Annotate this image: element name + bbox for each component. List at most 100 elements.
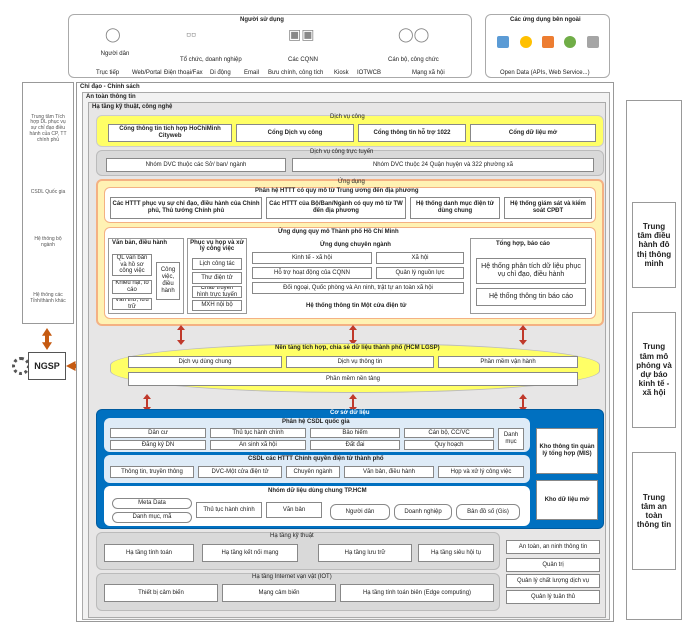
ngsp-arrow-icon: [42, 328, 52, 350]
ext-channel-label: Open Data (APIs, Web Service...): [500, 70, 590, 76]
channel-label: Kiosk: [334, 70, 349, 76]
city-db-item: DVC-Một cửa điện tử: [198, 466, 282, 478]
agency-icon: ▣▣: [288, 26, 315, 42]
building-icon: [497, 36, 510, 48]
portal-box: Cổng Dịch vụ công: [236, 124, 354, 142]
database-title: Cơ sở dữ liệu: [330, 410, 370, 416]
national-db-item: Thủ tục hành chính: [210, 428, 306, 438]
tech-title: Hạ tầng kỹ thuật, công nghệ: [92, 104, 173, 110]
tech-infra-title: Hạ tầng kỹ thuật: [270, 533, 314, 539]
right-center: Trung tâm mô phỏng và dự báo kinh tế - x…: [632, 312, 676, 428]
ngsp-box: NGSP: [28, 352, 66, 380]
channel-label: Trục tiếp: [96, 70, 120, 76]
city-db-item: Họp và xử lý công việc: [438, 466, 524, 478]
tech-infra-item: Hạ tầng lưu trữ: [318, 544, 412, 562]
online-group-box: Nhóm DVC thuộc các Sở/ ban/ ngành: [106, 158, 286, 172]
security-item: An toàn, an ninh thông tin: [506, 540, 600, 554]
shared-db-item: Meta Data: [112, 498, 192, 509]
channel-label: Email: [244, 70, 260, 76]
iot-item: Thiết bị cảm biến: [104, 584, 218, 602]
link-arrow-icon: [349, 325, 357, 345]
iot-item: Mạng cảm biến: [222, 584, 336, 602]
channel-label: IOTWCB: [357, 70, 381, 76]
special-title: Ứng dụng chuyên ngành: [320, 242, 391, 248]
national-db-title: Phân hệ CSDL quốc gia: [282, 419, 350, 425]
right-panel: [626, 100, 682, 620]
national-db-item: Bảo hiểm: [310, 428, 400, 438]
city-db-item: Văn bản, điều hành: [344, 466, 434, 478]
city-db-item: Chuyên ngành: [286, 466, 340, 478]
left-item: Hệ thống bộ ngành: [28, 236, 68, 250]
central-item: Các HTTT phục vụ sự chỉ đạo, điều hành c…: [110, 197, 262, 219]
national-db-item: Danh mục: [498, 428, 524, 450]
onegate-label: Hệ thống thông tin Một cửa điện tử: [306, 303, 407, 309]
left-panel: [22, 82, 74, 324]
office-item: QL văn bản và hồ sơ công việc: [112, 254, 152, 276]
ext-title: Các ứng dụng bên ngoài: [510, 17, 581, 23]
summary-panel: [470, 238, 592, 314]
channel-label: Bưu chính, công tích: [268, 70, 324, 76]
link-arrow-icon: [519, 394, 527, 412]
link-arrow-icon: [143, 394, 151, 412]
ext-apps-icons: [492, 36, 604, 52]
online-service-title: Dịch vụ công trực tuyến: [310, 149, 374, 155]
national-db-item: Đất đai: [310, 440, 400, 450]
iot-title: Hạ tầng Internet vạn vật (IOT): [252, 574, 332, 580]
security-item: Quản lý tuân thủ: [506, 590, 600, 604]
left-item: CSDL Quốc gia: [28, 186, 68, 200]
office-item: Văn thư, lưu trữ: [112, 298, 152, 310]
meeting-panel: [187, 238, 247, 314]
user-label: Các CQNN: [288, 57, 319, 63]
cloud-icon: [564, 36, 577, 48]
summary-item: Hệ thống thông tin báo cáo: [476, 288, 586, 306]
security-item: Quản trị: [506, 558, 600, 572]
meeting-item: Chat/ truyền hình trực tuyến: [192, 286, 242, 298]
user-label: Cán bộ, công chức: [388, 57, 439, 63]
org-icon: ▫▫: [186, 26, 196, 42]
tech-infra-item: Hạ tầng siêu hội tụ: [418, 544, 494, 562]
national-db-item: Đăng ký DN: [110, 440, 206, 450]
special-item: Quản lý nguồn lực: [376, 267, 464, 279]
public-service-title: Dịch vụ công: [330, 114, 365, 120]
shared-db-title: Nhóm dữ liệu dùng chung TP.HCM: [268, 488, 367, 494]
apps-title: Ứng dụng: [338, 179, 365, 185]
meeting-item: MXH nội bộ: [192, 300, 242, 311]
link-arrow-icon: [177, 325, 185, 345]
platform-item: Dịch vụ thông tin: [286, 356, 434, 368]
special-item: Kinh tế - xã hội: [252, 252, 372, 264]
meeting-item: Lịch công tác: [192, 258, 242, 270]
policy-title: Chỉ đạo - Chính sách: [80, 84, 140, 90]
map-icon: [519, 36, 532, 48]
platform-base: Phần mềm nền tảng: [128, 372, 578, 386]
cart-icon: [541, 36, 554, 48]
security-item: Quản lý chất lượng dịch vụ: [506, 574, 600, 588]
portal-box: Cổng dữ liệu mở: [470, 124, 596, 142]
citizen-icon: ◯: [105, 26, 121, 42]
channel-label: Mạng xã hội: [412, 70, 445, 76]
iot-item: Hạ tầng tính toán biên (Edge computing): [340, 584, 494, 602]
link-arrow-icon: [349, 394, 357, 412]
platform-item: Dịch vụ dùng chung: [128, 356, 282, 368]
central-title: Phân hệ HTTT có quy mô từ Trung ương đến…: [255, 188, 419, 194]
central-item: Hệ thống danh mục điện tử dùng chung: [410, 197, 500, 219]
national-db-item: Dân cư: [110, 428, 206, 438]
left-item: Hệ thống các Tỉnh/thành khác: [28, 292, 68, 306]
shared-db-item: Văn bản: [266, 502, 322, 518]
channel-label: Điện thoại/Fax: [164, 70, 203, 76]
meeting-title: Phục vụ họp và xử lý công việc: [190, 240, 244, 252]
link-arrow-icon: [519, 325, 527, 345]
special-item: Xã hội: [376, 252, 464, 264]
user-label: Tổ chức, doanh nghiệp: [180, 57, 242, 63]
office-item: Khiếu nại, tố cáo: [112, 280, 152, 294]
ext-panel: [485, 14, 610, 78]
user-label: Người dân: [100, 51, 130, 57]
left-item: Trung tâm Tích hợp DL phục vụ sự chỉ đạo…: [28, 106, 68, 152]
shared-db-item: Doanh nghiệp: [394, 504, 452, 520]
shared-db-item: Danh mục, mã: [112, 512, 192, 523]
central-item: Hệ thống giám sát và kiểm soát CPĐT: [504, 197, 592, 219]
officials-icon: ◯◯: [398, 26, 430, 42]
users-panel: [68, 14, 472, 78]
national-db-item: Cán bộ, CC/VC: [404, 428, 494, 438]
platform-title: Nền tảng tích hợp, chia sẻ dữ liệu thành…: [275, 345, 440, 351]
tech-infra-item: Hạ tầng tính toán: [104, 544, 194, 562]
